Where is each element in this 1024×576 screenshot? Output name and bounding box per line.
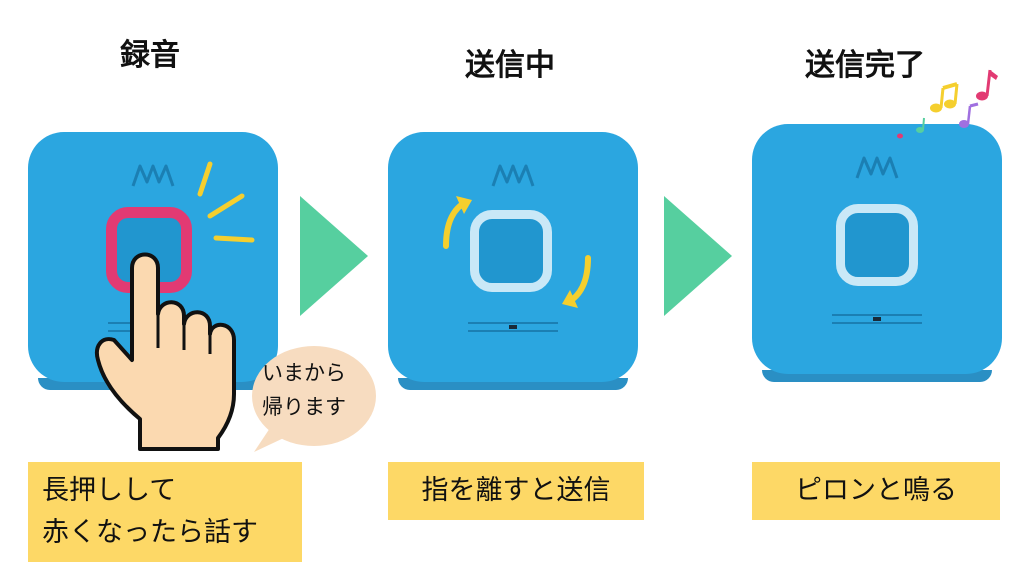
emphasis-lines-icon <box>197 161 255 243</box>
music-notes-icon <box>897 69 998 139</box>
caption-recording: 長押しして 赤くなったら話す <box>28 462 302 562</box>
logo-icon <box>491 164 535 187</box>
speech-bubble-line: いまから <box>262 361 346 385</box>
complete-button-ring[interactable] <box>836 204 918 286</box>
caption-line: 長押しして <box>42 475 177 506</box>
speech-bubble-text: いまから 帰ります <box>262 356 372 424</box>
step-title-sending: 送信中 <box>465 48 555 83</box>
step-title-complete: 送信完了 <box>805 48 925 83</box>
step-title-recording: 録音 <box>120 38 180 73</box>
flow-arrow-icon <box>300 196 368 316</box>
hand-pointer-icon <box>95 252 236 451</box>
speech-bubble-line: 帰ります <box>262 395 346 419</box>
caption-line: ピロンと鳴る <box>795 475 957 506</box>
speech-bubble <box>252 346 376 452</box>
device-sending <box>388 132 638 390</box>
send-button-ring[interactable] <box>470 210 552 292</box>
caption-sending: 指を離すと送信 <box>388 462 644 520</box>
device-complete <box>752 124 1002 382</box>
rotate-arrows-icon <box>443 196 591 308</box>
device-slot <box>832 314 922 324</box>
caption-line: 指を離すと送信 <box>421 475 611 506</box>
caption-line: 赤くなったら話す <box>42 517 258 548</box>
flow-arrow-icon <box>664 196 732 316</box>
logo-icon <box>855 156 899 179</box>
logo-icon <box>131 164 175 187</box>
caption-complete: ピロンと鳴る <box>752 462 1000 520</box>
device-slot <box>468 322 558 332</box>
